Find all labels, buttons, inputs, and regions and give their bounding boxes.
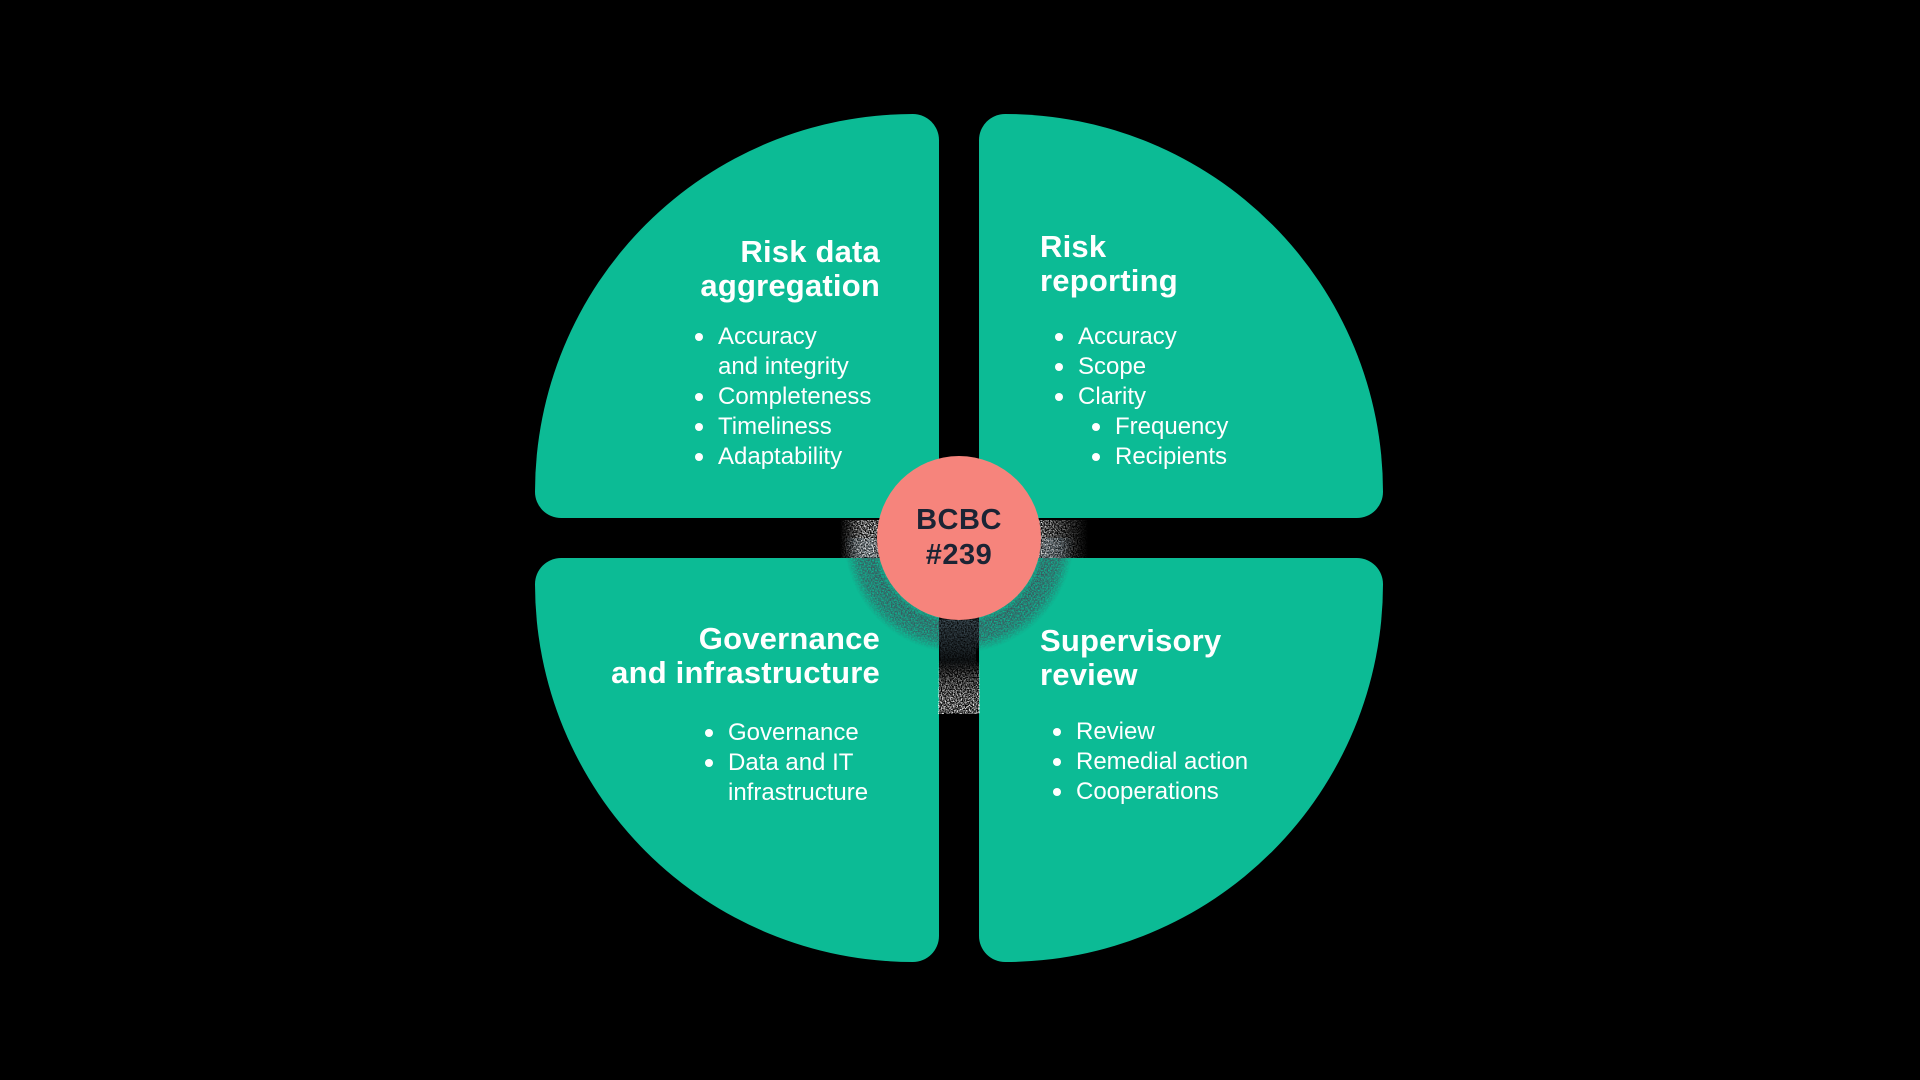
quadrant-title-line: Supervisory bbox=[1040, 623, 1222, 658]
bullet-text: Frequency bbox=[1115, 413, 1229, 440]
quadrant-title: Risk reporting bbox=[1040, 230, 1178, 298]
bullet-item: Data and IT infrastructure bbox=[705, 748, 868, 808]
bullet-text: Review bbox=[1076, 718, 1155, 745]
bullet-dot bbox=[1053, 777, 1076, 796]
center-badge: BCBC #239 bbox=[877, 456, 1041, 620]
bullet-item: Timeliness bbox=[695, 412, 871, 442]
bullet-item: Accuracy and integrity bbox=[695, 322, 871, 382]
quadrant-title-line: review bbox=[1040, 657, 1138, 692]
bullet-dot bbox=[695, 382, 718, 401]
bullet-item: Recipients bbox=[1092, 442, 1228, 472]
bullet-item: Scope bbox=[1055, 352, 1228, 382]
bullet-text: Remedial action bbox=[1076, 748, 1249, 775]
bullet-dot bbox=[1092, 412, 1115, 431]
quadrant-title: Supervisory review bbox=[1040, 624, 1221, 692]
quadrant-title: Risk data aggregation bbox=[700, 235, 880, 303]
bullet-dot bbox=[695, 322, 718, 341]
bullet-dot bbox=[705, 748, 728, 767]
quadrant-risk-data-aggregation: Risk data aggregation Accuracy and integ… bbox=[535, 114, 939, 518]
bullet-text: Adaptability bbox=[718, 443, 843, 470]
bullet-text: Recipients bbox=[1115, 443, 1228, 470]
quadrant-title-line: Risk bbox=[1040, 229, 1107, 264]
bullet-text: Accuracy bbox=[1078, 323, 1177, 350]
bullet-dot bbox=[1055, 382, 1078, 401]
bullet-text: Cooperations bbox=[1076, 778, 1219, 805]
center-badge-line2: #239 bbox=[925, 539, 993, 571]
bullet-text: Clarity bbox=[1078, 383, 1147, 410]
bullet-item: Remedial action bbox=[1053, 747, 1248, 777]
bullet-text: Scope bbox=[1078, 353, 1147, 380]
bullet-item: Adaptability bbox=[695, 442, 871, 472]
bullet-item: Governance bbox=[705, 718, 868, 748]
bullet-dot bbox=[1053, 747, 1076, 766]
bullet-dot bbox=[705, 718, 728, 737]
center-badge-line1: BCBC bbox=[916, 504, 1002, 536]
quadrant-title-line: Governance bbox=[698, 621, 880, 656]
bullet-item: Accuracy bbox=[1055, 322, 1228, 352]
bullet-text: Governance bbox=[728, 719, 859, 746]
bullet-text: Accuracy and integrity bbox=[718, 323, 849, 380]
quadrant-title-line: reporting bbox=[1040, 263, 1178, 298]
quadrant-title-line: aggregation bbox=[700, 268, 880, 303]
bullet-text: Timeliness bbox=[718, 413, 832, 440]
bullet-dot bbox=[1053, 717, 1076, 736]
bullet-dot bbox=[1055, 322, 1078, 341]
quadrant-governance-and-infrastructure: Governance and infrastructure Governance… bbox=[535, 558, 939, 962]
bullet-item: Clarity bbox=[1055, 382, 1228, 412]
quadrant-title: Governance and infrastructure bbox=[611, 622, 880, 690]
bullet-dot bbox=[695, 412, 718, 431]
bullet-item: Completeness bbox=[695, 382, 871, 412]
bullet-dot bbox=[695, 442, 718, 461]
bullet-dot bbox=[1092, 442, 1115, 461]
bullet-text: Data and IT infrastructure bbox=[728, 749, 869, 806]
bullet-item: Frequency bbox=[1092, 412, 1228, 442]
bullet-item: Cooperations bbox=[1053, 777, 1248, 807]
quadrant-title-line: and infrastructure bbox=[611, 655, 880, 690]
quadrant-title-line: Risk data bbox=[740, 234, 880, 269]
bullet-item: Review bbox=[1053, 717, 1248, 747]
bullet-text: Completeness bbox=[718, 383, 872, 410]
bullet-dot bbox=[1055, 352, 1078, 371]
